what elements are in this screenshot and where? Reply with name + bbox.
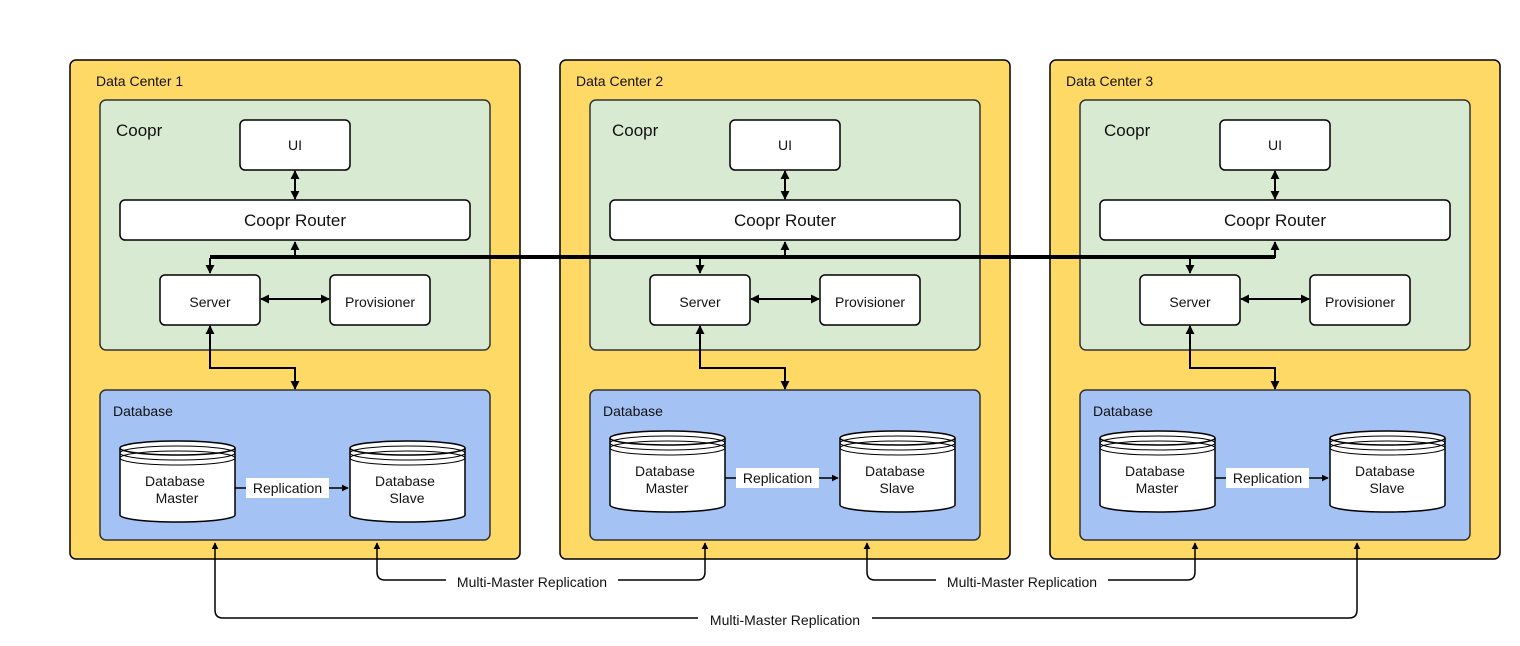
server-database-arrow-3: [1185, 325, 1280, 390]
data-center-1: Data Center 1 Coopr UI Coopr Router Serv…: [69, 59, 521, 560]
database-master-cylinder-3: [1099, 430, 1216, 513]
router-server-bus: [205, 241, 1280, 274]
server-label-1: Server: [189, 294, 231, 310]
router-box-1: [119, 199, 471, 241]
replication-label-3: Replication: [1233, 470, 1302, 486]
data-center-2: Data Center 2 Coopr UI Coopr Router Serv…: [559, 59, 1011, 560]
database-master-label-2a: Database: [635, 463, 695, 479]
server-box-1: [159, 274, 261, 326]
provisioner-box-3: [1309, 274, 1411, 326]
server-database-arrow-1: [205, 325, 300, 390]
database-title-2: Database: [603, 403, 663, 419]
replication-label-2: Replication: [743, 470, 812, 486]
database-master-label-3a: Database: [1125, 463, 1185, 479]
database-slave-label-3b: Slave: [1369, 480, 1404, 496]
router-box-3: [1099, 199, 1451, 241]
database-slave-label-1b: Slave: [389, 490, 424, 506]
mmr-dc1-dc2-label-bg: [446, 572, 618, 590]
database-slave-cylinder-2: [839, 430, 956, 513]
server-box-3: [1139, 274, 1241, 326]
data-center-2-title: Data Center 2: [576, 73, 663, 89]
provisioner-label-1: Provisioner: [345, 294, 415, 310]
database-slave-cylinder-1: [349, 440, 466, 523]
ui-label-1: UI: [288, 137, 302, 153]
provisioner-box-1: [329, 274, 431, 326]
server-database-arrow-2: [695, 325, 790, 390]
database-master-label-1a: Database: [145, 473, 205, 489]
replication-label-bg-2: [736, 468, 819, 488]
replication-label-bg-3: [1226, 468, 1309, 488]
server-label-2: Server: [679, 294, 721, 310]
replication-label-1: Replication: [253, 480, 322, 496]
server-box-2: [649, 274, 751, 326]
replication-label-bg-1: [246, 478, 329, 498]
database-master-cylinder-2: [609, 430, 726, 513]
provisioner-label-3: Provisioner: [1325, 294, 1395, 310]
ui-label-2: UI: [778, 137, 792, 153]
provisioner-label-2: Provisioner: [835, 294, 905, 310]
ui-box-2: [729, 119, 841, 171]
provisioner-box-2: [819, 274, 921, 326]
mmr-dc1-dc3-label: Multi-Master Replication: [710, 612, 860, 628]
database-master-label-2b: Master: [646, 480, 689, 496]
coopr-title-1: Coopr: [116, 121, 163, 140]
mmr-dc1-dc2-label: Multi-Master Replication: [457, 574, 607, 590]
data-center-3-title: Data Center 3: [1066, 73, 1153, 89]
coopr-title-3: Coopr: [1104, 121, 1151, 140]
database-slave-label-2b: Slave: [879, 480, 914, 496]
router-label-3: Coopr Router: [1224, 211, 1326, 230]
database-title-3: Database: [1093, 403, 1153, 419]
database-slave-label-3a: Database: [1355, 463, 1415, 479]
ui-box-1: [239, 119, 351, 171]
router-box-2: [609, 199, 961, 241]
server-label-3: Server: [1169, 294, 1211, 310]
database-master-label-3b: Master: [1136, 480, 1179, 496]
router-label-2: Coopr Router: [734, 211, 836, 230]
mmr-dc2-dc3-label: Multi-Master Replication: [947, 574, 1097, 590]
data-center-3: Data Center 3 Coopr UI Coopr Router Serv…: [1049, 59, 1501, 560]
data-center-1-title: Data Center 1: [96, 73, 183, 89]
database-slave-label-2a: Database: [865, 463, 925, 479]
ui-label-3: UI: [1268, 137, 1282, 153]
database-slave-cylinder-3: [1329, 430, 1446, 513]
database-title-1: Database: [113, 403, 173, 419]
coopr-title-2: Coopr: [612, 121, 659, 140]
mmr-dc1-dc3-label-bg: [698, 610, 872, 628]
database-master-label-1b: Master: [156, 490, 199, 506]
mmr-dc2-dc3-label-bg: [936, 572, 1108, 590]
database-slave-label-1a: Database: [375, 473, 435, 489]
ui-box-3: [1219, 119, 1331, 171]
database-master-cylinder-1: [119, 440, 236, 523]
router-label-1: Coopr Router: [244, 211, 346, 230]
